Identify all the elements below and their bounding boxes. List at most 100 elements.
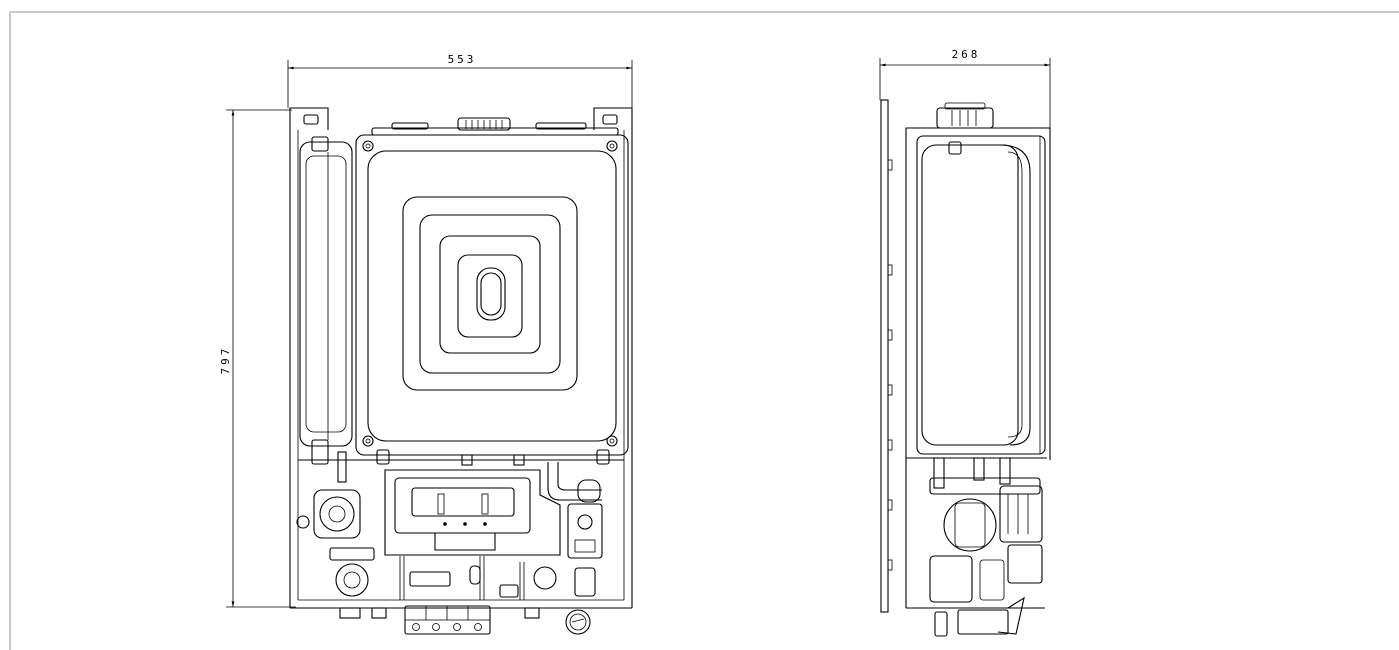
control-box-rib bbox=[481, 493, 489, 515]
screw-center bbox=[609, 438, 615, 444]
side-back-plate bbox=[880, 99, 893, 613]
fitting-heating-flow bbox=[339, 607, 361, 619]
back-plate bbox=[880, 99, 889, 613]
side-bottom-fittings bbox=[934, 596, 1025, 637]
back-tab bbox=[887, 159, 893, 171]
pipe-left bbox=[337, 451, 347, 483]
connector-left bbox=[376, 449, 390, 465]
side-pipe bbox=[973, 457, 985, 481]
sheet-frame bbox=[9, 11, 1399, 650]
side-fitting bbox=[934, 611, 948, 637]
side-exchanger-outer bbox=[916, 135, 1046, 455]
width-label: 553 bbox=[448, 53, 477, 66]
exchanger-screws bbox=[362, 140, 618, 447]
vessel-bracket-bottom bbox=[311, 439, 329, 465]
terminal-screw bbox=[474, 623, 482, 631]
back-tab bbox=[887, 264, 893, 276]
control-box-dot bbox=[443, 522, 447, 526]
top-connector-right bbox=[535, 122, 587, 130]
exchanger-ring-3 bbox=[439, 235, 541, 354]
sensor-small bbox=[469, 565, 481, 585]
pump-center bbox=[328, 505, 346, 523]
exchanger-core-outer bbox=[476, 267, 506, 321]
top-connector-left bbox=[391, 122, 429, 130]
terminal-screw bbox=[412, 623, 420, 631]
side-hydraulics bbox=[906, 457, 1047, 603]
hanging-slot-right bbox=[602, 114, 618, 125]
screw-center bbox=[365, 438, 371, 444]
hanging-slot-left bbox=[303, 114, 319, 125]
front-width-dimension: 553 bbox=[287, 53, 633, 108]
screw-icon bbox=[606, 140, 618, 152]
flow-sensor bbox=[533, 566, 557, 590]
connector-mid bbox=[513, 454, 525, 466]
depth-label: 268 bbox=[952, 48, 981, 61]
side-flue-outlet bbox=[936, 107, 994, 129]
control-box-dot bbox=[483, 522, 487, 526]
case-outline bbox=[905, 127, 1051, 608]
gas-inlet-fitting bbox=[574, 567, 596, 597]
valve-small bbox=[499, 584, 519, 598]
back-tab bbox=[887, 329, 893, 341]
elbow-pipe-outer bbox=[547, 462, 602, 501]
vessel-bracket-top bbox=[311, 136, 329, 152]
side-valve-block bbox=[1007, 544, 1043, 584]
chassis-right-edge bbox=[593, 107, 633, 608]
control-box-bracket bbox=[434, 533, 496, 551]
flue-ribs bbox=[465, 120, 503, 129]
side-view: 268 bbox=[879, 48, 1051, 637]
side-gas-valve bbox=[999, 485, 1043, 543]
screw-icon bbox=[606, 435, 618, 447]
side-depth-dimension: 268 bbox=[879, 48, 1051, 128]
front-view: 553 797 bbox=[219, 53, 633, 635]
back-tab bbox=[887, 559, 893, 571]
front-height-dimension: 797 bbox=[219, 109, 296, 608]
pump-body bbox=[313, 489, 361, 539]
vessel-inner bbox=[305, 155, 347, 433]
control-box bbox=[394, 477, 531, 534]
screw-center bbox=[365, 143, 371, 149]
fitting-hot-water bbox=[371, 607, 387, 619]
air-vent bbox=[296, 515, 310, 529]
side-pump bbox=[943, 498, 997, 552]
chassis-left-edge bbox=[289, 107, 329, 608]
bottom-fittings bbox=[339, 605, 591, 635]
gas-valve-knob bbox=[577, 514, 593, 530]
vessel-outer bbox=[299, 141, 353, 447]
side-diverter bbox=[929, 555, 973, 603]
side-sensor bbox=[979, 559, 1005, 601]
terminal-dividers bbox=[405, 606, 490, 621]
flue-outlet bbox=[457, 117, 511, 131]
pressure-gauge-needle bbox=[571, 618, 585, 623]
side-exchanger-inner bbox=[921, 144, 1019, 446]
exchanger-ring-4 bbox=[457, 254, 523, 338]
exchanger-core-inner bbox=[480, 272, 502, 316]
gas-valve-coil bbox=[574, 539, 596, 553]
side-exchanger-sensor bbox=[948, 141, 962, 155]
screw-icon bbox=[362, 435, 374, 447]
hydraulic-section bbox=[296, 449, 624, 600]
exchanger-outer bbox=[355, 134, 629, 456]
screw-center bbox=[609, 143, 615, 149]
side-terminal-block bbox=[957, 609, 1009, 635]
elbow-pipe-inner bbox=[557, 462, 602, 491]
control-box-dot bbox=[463, 522, 467, 526]
screw-icon bbox=[362, 140, 374, 152]
side-exchanger-duct-inner bbox=[1007, 151, 1023, 438]
back-tab bbox=[887, 499, 893, 511]
back-tab bbox=[887, 384, 893, 396]
pressure-gauge-icon bbox=[565, 609, 591, 635]
diverter-motor-center bbox=[343, 571, 361, 589]
exchanger-ring-2 bbox=[419, 214, 561, 374]
side-pipe bbox=[933, 457, 945, 489]
control-box-rib bbox=[437, 493, 445, 515]
vertical-pipes bbox=[399, 556, 525, 600]
side-pipe bbox=[999, 457, 1011, 485]
side-flue-cap bbox=[944, 102, 986, 110]
back-tab bbox=[887, 439, 893, 451]
pump-head bbox=[319, 496, 355, 532]
terminal-screw bbox=[432, 623, 440, 631]
sensor-block bbox=[409, 571, 451, 587]
side-exchanger-duct-outer bbox=[999, 144, 1031, 446]
